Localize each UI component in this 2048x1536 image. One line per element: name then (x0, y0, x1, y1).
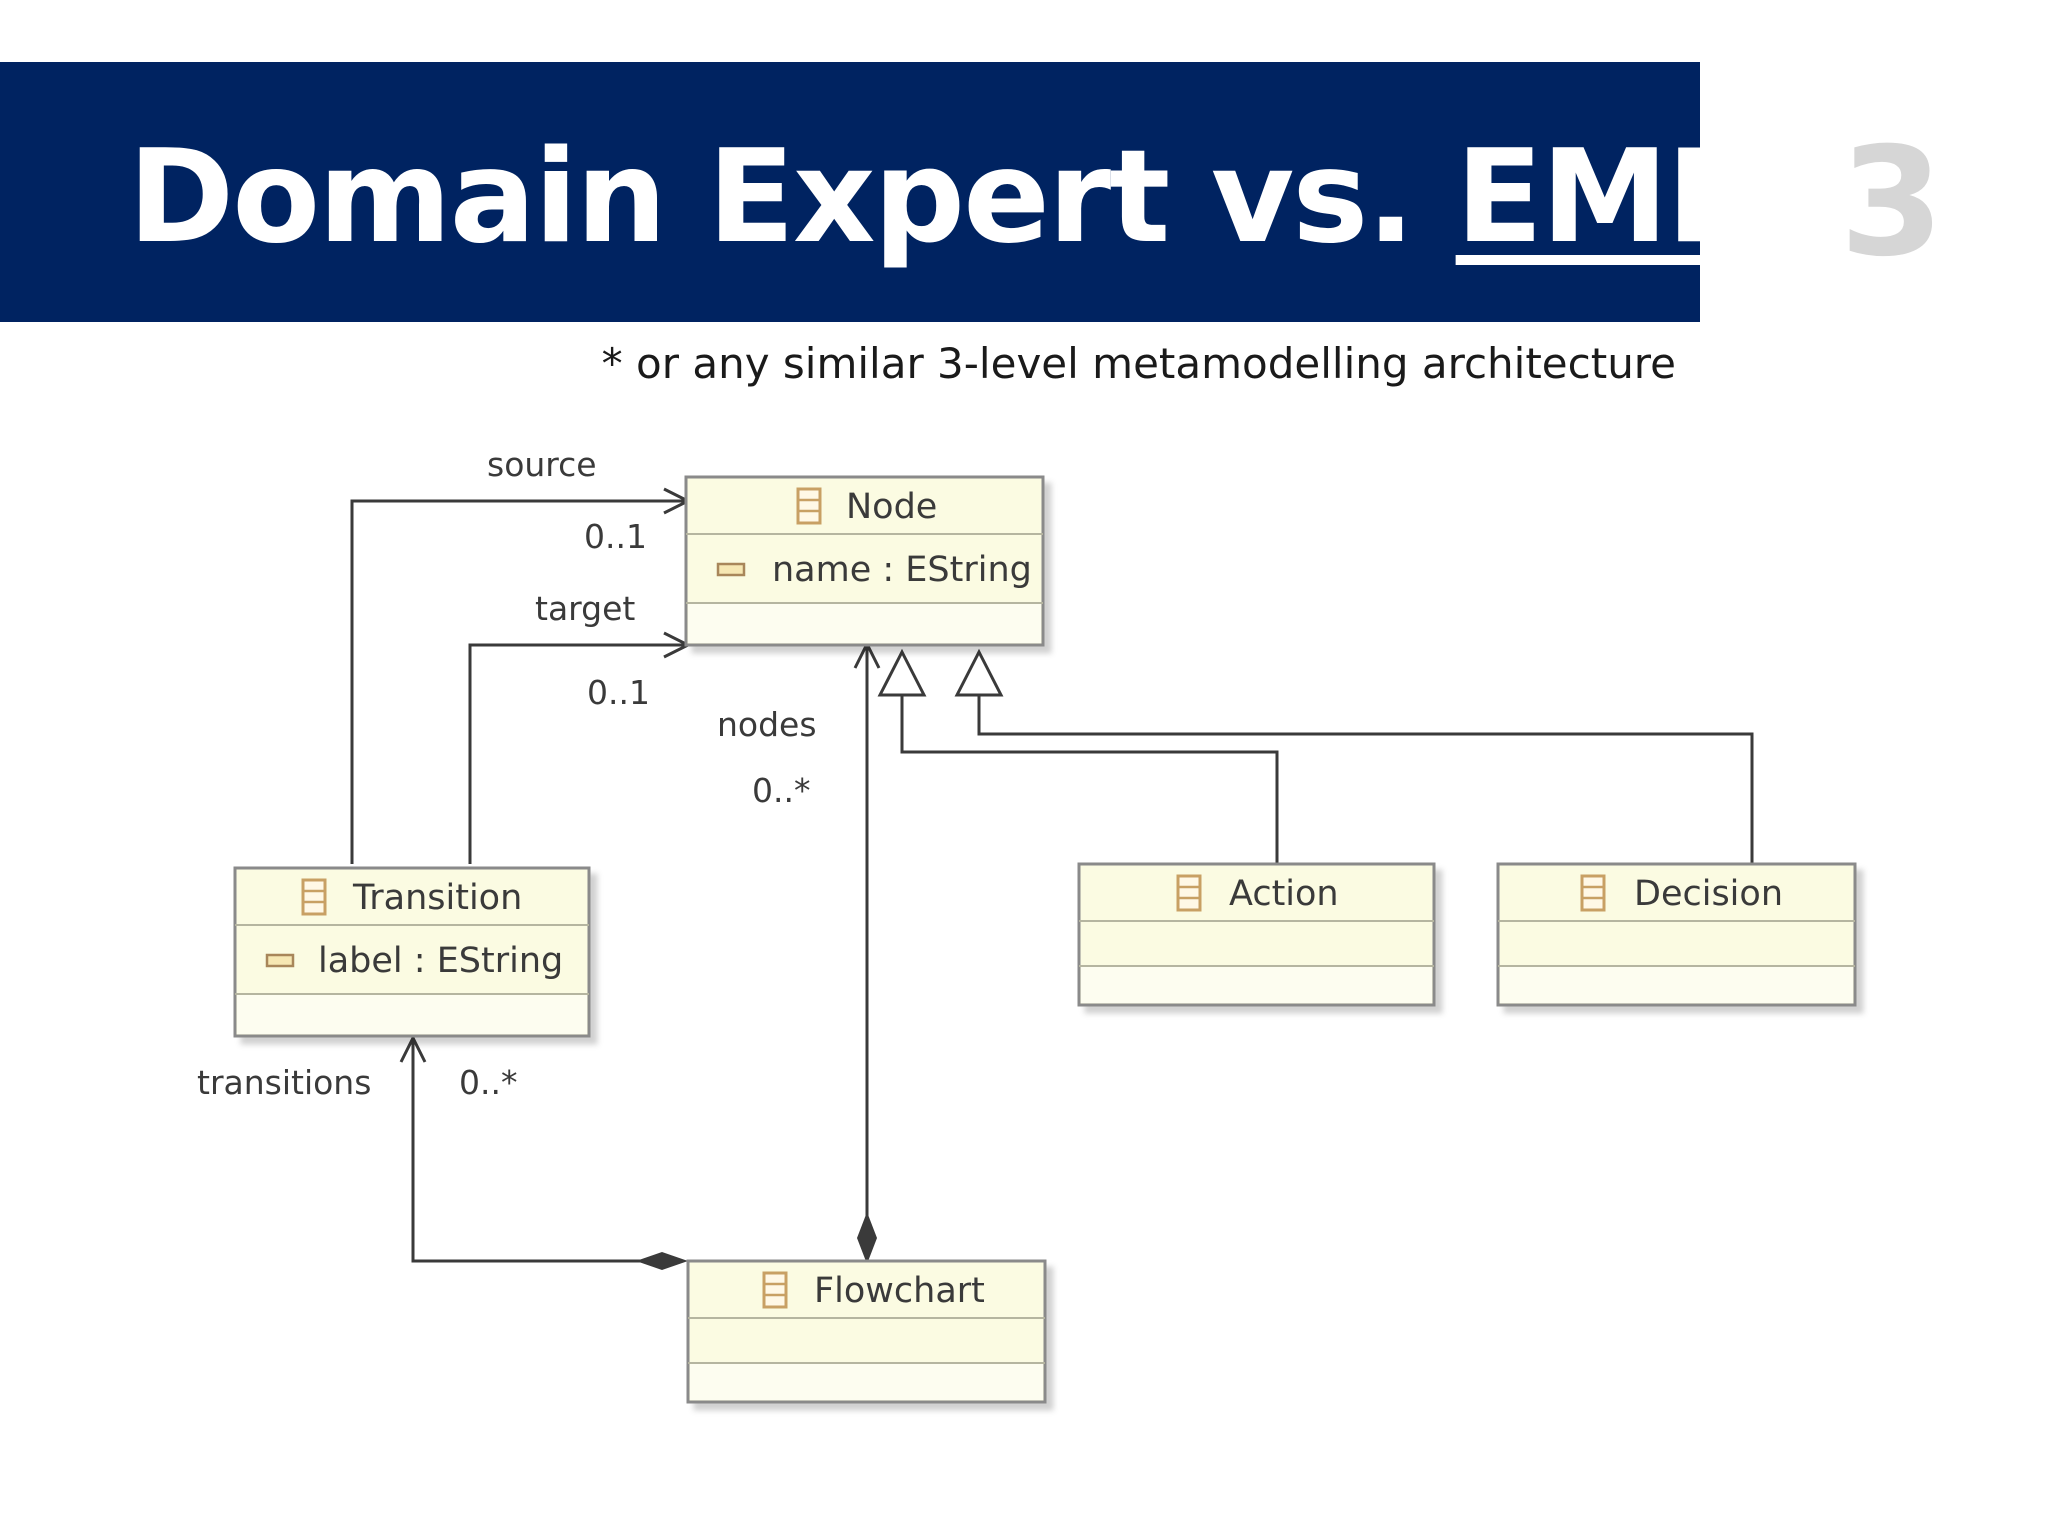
action-generalization-line (900, 695, 1279, 864)
nodes-multiplicity: 0..* (752, 771, 810, 810)
class-icon (301, 878, 327, 916)
title-main: Domain Expert vs. (128, 123, 1456, 272)
class-transition[interactable] (233, 866, 591, 1038)
class-flowchart[interactable] (686, 1259, 1047, 1404)
decision-generalization-triangle (954, 648, 1004, 697)
class-node-attribute: name : EString (772, 550, 1032, 590)
target-role-label: target (535, 589, 635, 628)
title-suffix: * (1751, 123, 1819, 272)
class-action[interactable] (1077, 862, 1436, 1007)
target-multiplicity: 0..1 (587, 673, 650, 712)
class-transition-attribute: label : EString (318, 941, 563, 981)
footnote: * or any similar 3-level metamodelling a… (601, 339, 1676, 388)
class-icon (796, 487, 822, 525)
target-association-line (468, 643, 686, 864)
source-multiplicity: 0..1 (584, 517, 647, 556)
transitions-arrowhead (399, 1034, 427, 1063)
attribute-icon (265, 953, 295, 968)
transitions-composition-line (411, 1038, 646, 1263)
decision-generalization-line (977, 695, 1754, 864)
action-generalization-triangle (877, 648, 927, 697)
title-banner (0, 62, 1700, 322)
nodes-composition-diamond (857, 1212, 877, 1264)
class-decision[interactable] (1496, 862, 1857, 1007)
attribute-icon (716, 562, 746, 577)
class-icon (762, 1271, 788, 1309)
source-association-line (350, 499, 686, 864)
class-icon (1580, 874, 1606, 912)
class-icon (1176, 874, 1202, 912)
slide-title: Domain Expert vs. EMF* (128, 118, 1819, 278)
class-flowchart-name: Flowchart (814, 1271, 985, 1311)
transitions-role-label: transitions (197, 1063, 371, 1102)
class-decision-name: Decision (1634, 874, 1783, 914)
class-node-name: Node (846, 487, 937, 527)
slide-number: 3 (1839, 116, 1944, 290)
transitions-multiplicity: 0..* (459, 1063, 517, 1102)
source-role-label: source (487, 445, 597, 484)
nodes-role-label: nodes (717, 705, 817, 744)
title-link-emf[interactable]: EMF (1455, 123, 1754, 272)
class-action-name: Action (1229, 874, 1339, 914)
class-node[interactable] (684, 475, 1045, 647)
transitions-composition-diamond (636, 1252, 688, 1270)
class-transition-name: Transition (352, 878, 522, 918)
